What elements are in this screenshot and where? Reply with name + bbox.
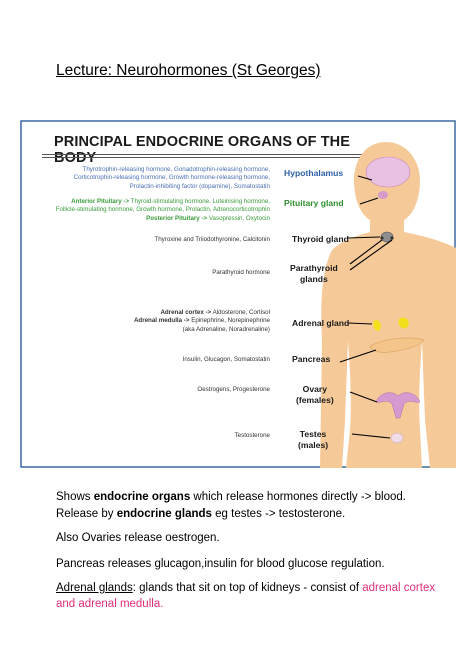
testes-label-line2: (males) bbox=[298, 440, 329, 450]
testes-label: Testes (males) bbox=[298, 429, 328, 451]
body-outline bbox=[320, 142, 456, 468]
parathyroid-line-1 bbox=[349, 239, 383, 265]
note-line-4: Pancreas releases glucagon,insulin for b… bbox=[56, 558, 385, 570]
parathyroid-shape-right bbox=[390, 236, 394, 240]
pancreas-label: Pancreas bbox=[292, 354, 331, 364]
ovary-shape bbox=[375, 392, 421, 419]
note-line-1: Shows endocrine organs which release hor… bbox=[56, 489, 406, 506]
note-bold: endocrine organs bbox=[93, 491, 191, 503]
note-line-3: Also Ovaries release oestrogen. bbox=[56, 532, 220, 544]
testes-line bbox=[351, 433, 391, 439]
hypothalamus-hormone-line: Corticotrophin-releasing hormone, Growth… bbox=[73, 174, 270, 182]
parathyroid-label-line2: glands bbox=[300, 274, 328, 284]
parathyroid-label: Parathyroid glands bbox=[290, 263, 338, 285]
hypothalamus-hormone-line: Prolactin-inhibiting factor (dopamine), … bbox=[129, 182, 270, 190]
note-bold: endocrine glands bbox=[116, 508, 212, 520]
posterior-pituitary-prefix: Posterior Pituitary -> bbox=[146, 214, 208, 222]
pituitary-line bbox=[359, 197, 379, 205]
anterior-pituitary-line2: Follicle-stimulating hormone, Growth hor… bbox=[55, 206, 270, 214]
note-pink: . bbox=[160, 598, 164, 610]
testes-shape bbox=[390, 432, 404, 444]
parathyroid-shape-left bbox=[380, 236, 384, 240]
testes-hormones: Testosterone bbox=[234, 432, 270, 439]
parathyroid-line-2 bbox=[349, 239, 393, 271]
adrenal-cortex-hormones: Aldosterone, Cortisol bbox=[212, 309, 270, 316]
pancreas-line bbox=[339, 349, 377, 363]
testes-label-line1: Testes bbox=[299, 429, 327, 439]
anterior-pituitary-prefix: Anterior Pituitary -> bbox=[71, 198, 130, 205]
ovary-line bbox=[349, 391, 378, 403]
ovary-label-line2: (females) bbox=[296, 395, 334, 405]
brain-shape bbox=[365, 156, 411, 188]
hypothalamus-hormone-line: Thyrotrophin-releasing hormone, Gonadotr… bbox=[82, 166, 270, 173]
pituitary-shape bbox=[378, 191, 388, 199]
adrenal-hormones: Adrenal cortex -> Aldosterone, Cortisol … bbox=[134, 309, 270, 334]
note-line-2: Release by endocrine glands eg testes ->… bbox=[56, 506, 345, 523]
anterior-pituitary-line1: Thyroid-stimulating hormone, Luteinising… bbox=[130, 198, 270, 205]
pancreas-hormones: Insulin, Glucagon, Somatostatin bbox=[182, 356, 270, 363]
hypothalamus-label: Hypothalamus bbox=[284, 168, 344, 178]
note-pink: adrenal cortex bbox=[362, 582, 436, 594]
parathyroid-hormones: Parathyroid hormone bbox=[212, 269, 270, 276]
posterior-pituitary-hormones: Vasopressin, Oxytocin bbox=[208, 214, 270, 222]
adrenal-cortex-prefix: Adrenal cortex -> bbox=[160, 309, 212, 316]
lecture-title: Lecture: Neurohormones (St Georges) bbox=[56, 62, 321, 79]
note-line-6: and adrenal medulla. bbox=[56, 596, 163, 613]
adrenal-shape-right bbox=[398, 317, 409, 329]
parathyroid-label-line1: Parathyroid bbox=[290, 263, 338, 273]
thyroid-hormones: Thyroxine and Triiodothyronine, Calciton… bbox=[154, 236, 270, 243]
ovary-label-line1: Ovary bbox=[302, 384, 328, 394]
note-underlined: Adrenal glands bbox=[56, 582, 133, 594]
note-pink: and adrenal medulla bbox=[56, 598, 161, 610]
note-text: which release hormones directly -> blood… bbox=[190, 491, 406, 503]
adrenal-medulla-hormones: Epinephrine, Norepinephrine bbox=[191, 317, 270, 325]
pituitary-label: Pituitary gland bbox=[284, 198, 344, 208]
ovary-label: Ovary (females) bbox=[296, 384, 334, 406]
endocrine-figure: PRINCIPAL ENDOCRINE ORGANS OF THE BODY bbox=[20, 120, 456, 468]
note-line-5: Adrenal glands: glands that sit on top o… bbox=[56, 580, 435, 597]
adrenal-medulla-note: (aka Adrenaline, Noradrenaline) bbox=[182, 325, 270, 333]
adrenal-shape-left bbox=[373, 320, 381, 331]
adrenal-line bbox=[347, 322, 373, 325]
thyroid-label: Thyroid gland bbox=[292, 234, 349, 244]
note-text: eg testes -> testosterone. bbox=[211, 508, 346, 520]
note-text: Shows bbox=[56, 491, 94, 503]
title-rule-top bbox=[42, 154, 404, 155]
title-rule-bottom bbox=[42, 157, 404, 158]
hypothalamus-line bbox=[357, 175, 373, 181]
pancreas-shape bbox=[369, 337, 425, 353]
adrenal-medulla-prefix: Adrenal medulla -> bbox=[133, 317, 190, 325]
body-silhouette bbox=[320, 142, 456, 468]
pituitary-hormones: Anterior Pituitary -> Thyroid-stimulatin… bbox=[56, 198, 270, 223]
adrenal-label: Adrenal gland bbox=[292, 318, 350, 328]
thyroid-line bbox=[346, 236, 381, 239]
note-text: : glands that sit on top of kidneys - co… bbox=[132, 582, 363, 594]
hypothalamus-hormones: Thyrotrophin-releasing hormone, Gonadotr… bbox=[74, 166, 270, 191]
note-text: Release by bbox=[56, 508, 117, 520]
ovary-hormones: Oestrogens, Progesterone bbox=[197, 386, 270, 393]
